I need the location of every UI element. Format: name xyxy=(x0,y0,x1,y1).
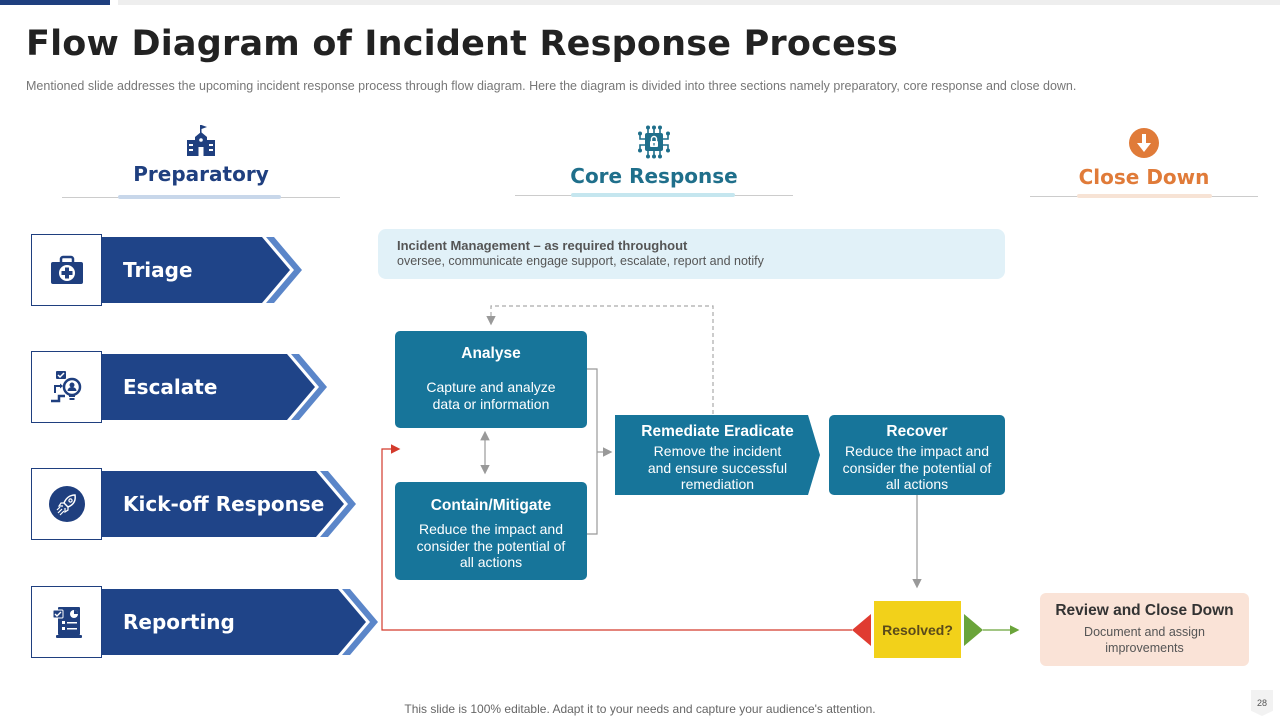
analyse-box[interactable]: Analyse Capture and analyze data or info… xyxy=(395,331,587,428)
report-document-icon xyxy=(52,607,82,638)
contain-mitigate-box[interactable]: Contain/Mitigate Reduce the impact and c… xyxy=(395,482,587,580)
top-bar xyxy=(118,0,1280,5)
remediate-eradicate-description: Remove the incident and ensure successfu… xyxy=(647,443,788,492)
review-close-down-box[interactable]: Review and Close Down Document and assig… xyxy=(1040,593,1249,666)
phase-label: Triage xyxy=(123,258,193,282)
chevron-arrow xyxy=(102,354,327,420)
recover-description: Reduce the impact and consider the poten… xyxy=(842,443,992,492)
phase-kick-off-response[interactable]: Kick-off Response xyxy=(31,468,371,540)
phase-reporting[interactable]: Reporting xyxy=(31,586,378,658)
analyse-description: Capture and analyze data or information xyxy=(426,379,556,412)
review-description: Document and assign improvements xyxy=(1084,625,1205,655)
phase-label: Escalate xyxy=(123,375,218,399)
banner-description: oversee, communicate engage support, esc… xyxy=(397,254,764,268)
section-underline xyxy=(1077,194,1212,198)
footer-note: This slide is 100% editable. Adapt it to… xyxy=(404,702,876,716)
page-number: 28 xyxy=(1251,690,1273,716)
first-aid-kit-icon xyxy=(50,255,83,284)
page-title: Flow Diagram of Incident Response Proces… xyxy=(26,24,899,64)
section-close-down: Close Down xyxy=(1030,125,1258,198)
recover-title: Recover xyxy=(886,423,948,440)
section-underline xyxy=(571,193,735,197)
recover-box[interactable]: Recover Reduce the impact and consider t… xyxy=(829,415,1005,495)
contain-mitigate-title: Contain/Mitigate xyxy=(430,497,552,514)
top-accent-bar xyxy=(0,0,110,5)
school-building-icon xyxy=(187,125,215,156)
page-subtitle: Mentioned slide addresses the upcoming i… xyxy=(26,79,1077,93)
phase-label: Reporting xyxy=(123,610,235,634)
remediate-eradicate-title: Remediate Eradicate xyxy=(641,423,794,440)
contain-mitigate-description: Reduce the impact and consider the poten… xyxy=(416,521,566,570)
phase-icon-box xyxy=(31,586,102,658)
review-title: Review and Close Down xyxy=(1055,602,1234,619)
chevron-arrow xyxy=(102,237,302,303)
yes-triangle-icon xyxy=(964,614,983,646)
phase-icon-box xyxy=(31,234,102,306)
no-triangle-icon xyxy=(852,614,871,646)
section-label: Close Down xyxy=(1078,165,1210,189)
section-label: Preparatory xyxy=(133,162,269,186)
idea-person-icon xyxy=(50,371,81,403)
section-label: Core Response xyxy=(570,164,738,188)
resolved-decision[interactable]: Resolved? xyxy=(874,601,961,658)
phase-escalate[interactable]: Escalate xyxy=(31,351,371,423)
section-underline xyxy=(118,195,281,199)
incident-management-banner: Incident Management – as required throug… xyxy=(378,229,1005,279)
phase-icon-box xyxy=(31,351,102,423)
rocket-icon xyxy=(48,486,85,522)
chevron-arrow xyxy=(102,471,356,537)
banner-title: Incident Management – as required throug… xyxy=(397,238,688,253)
phase-triage[interactable]: Triage xyxy=(31,234,371,306)
analyse-title: Analyse xyxy=(461,345,521,362)
phase-icon-box xyxy=(31,468,102,540)
section-preparatory: Preparatory xyxy=(62,122,340,199)
bracket-connector xyxy=(587,368,598,535)
remediate-eradicate-box[interactable]: Remediate Eradicate Remove the incident … xyxy=(615,415,820,495)
section-core-response: Core Response xyxy=(515,124,793,197)
chevron-arrow xyxy=(102,589,378,655)
arrow-down-circle-icon xyxy=(1129,128,1159,158)
circuit-lock-icon xyxy=(638,125,670,159)
phase-label: Kick-off Response xyxy=(123,492,325,516)
